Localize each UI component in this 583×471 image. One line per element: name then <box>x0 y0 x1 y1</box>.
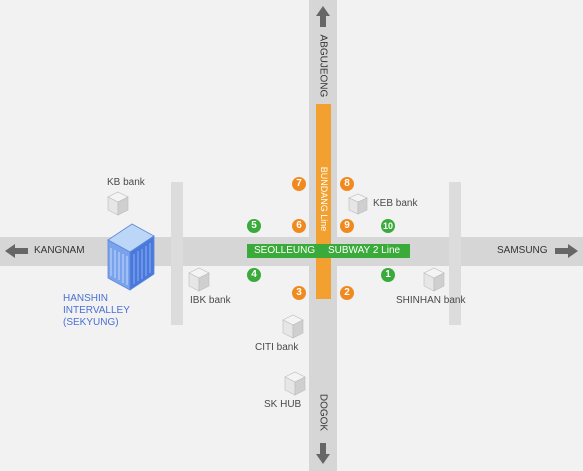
station-label: SEOLLEUNG <box>254 245 316 256</box>
shinhan-bank-icon <box>423 267 445 292</box>
exit-6-marker: 6 <box>292 219 306 233</box>
exit-5-marker: 5 <box>247 219 261 233</box>
arrow-right-icon <box>555 244 578 258</box>
line2-bar <box>247 244 410 258</box>
direction-north-label: ABGUJEONG <box>317 34 329 98</box>
side-road-left <box>171 182 183 325</box>
exit-1-marker: 1 <box>381 268 395 282</box>
sk-hub-icon <box>284 371 306 396</box>
arrow-down-icon <box>316 443 330 464</box>
building-label-line2: INTERVALLEY <box>63 305 130 316</box>
citi-bank-label: CITI bank <box>255 342 299 353</box>
keb-bank-icon <box>348 193 368 215</box>
building-label: HANSHIN INTERVALLEY (SEKYUNG) <box>63 293 130 329</box>
keb-bank-label: KEB bank <box>373 198 418 209</box>
kb-bank-label: KB bank <box>107 177 145 188</box>
direction-south-label: DOGOK <box>317 393 329 432</box>
bundang-line-label: BUNDANG Line <box>319 166 329 232</box>
line2-label: SUBWAY 2 Line <box>328 245 401 256</box>
exit-2-marker: 2 <box>340 286 354 300</box>
ibk-bank-icon <box>188 267 210 292</box>
arrow-up-icon <box>316 6 330 27</box>
building-icon <box>107 223 155 291</box>
sk-hub-label: SK HUB <box>264 399 302 410</box>
direction-east-label: SAMSUNG <box>497 245 548 256</box>
exit-4-marker: 4 <box>247 268 261 282</box>
shinhan-bank-label: SHINHAN bank <box>396 295 466 306</box>
citi-bank-icon <box>282 314 304 339</box>
exit-9-marker: 9 <box>340 219 354 233</box>
kb-bank-icon <box>107 191 129 216</box>
side-road-right <box>449 182 461 325</box>
exit-3-marker: 3 <box>292 286 306 300</box>
ibk-bank-label: IBK bank <box>190 295 231 306</box>
exit-8-marker: 8 <box>340 177 354 191</box>
building-label-line1: HANSHIN <box>63 293 109 304</box>
arrow-left-icon <box>5 244 28 258</box>
exit-10-marker: 10 <box>381 219 395 233</box>
building-label-line3: (SEKYUNG) <box>63 317 119 328</box>
direction-west-label: KANGNAM <box>34 245 85 256</box>
exit-7-marker: 7 <box>292 177 306 191</box>
